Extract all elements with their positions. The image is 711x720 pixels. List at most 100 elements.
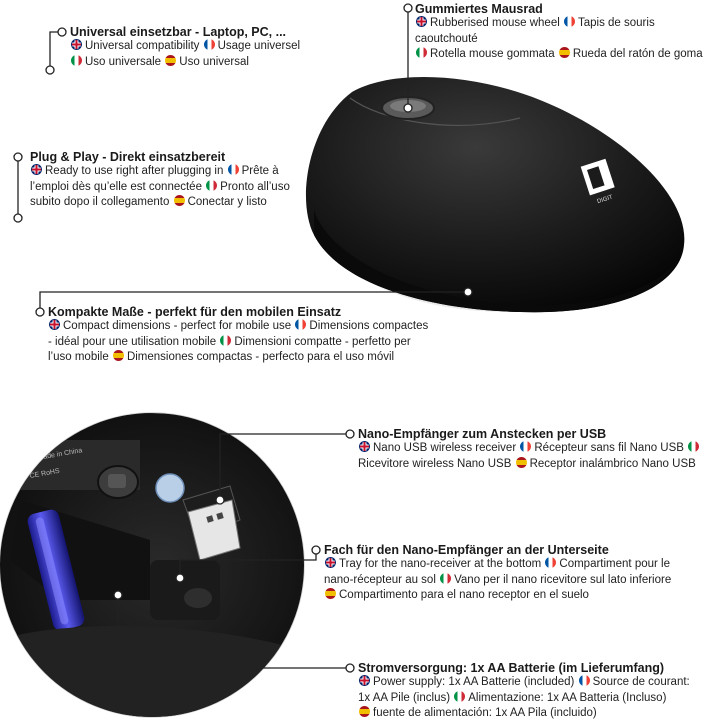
- mouse-button-seam: [349, 97, 521, 126]
- callout-text: Vano per il nano ricevitore sul lato inf…: [454, 573, 672, 586]
- flag-fr-icon: [563, 16, 575, 27]
- callout-line: subito dopo il collegamento Conectar y l…: [30, 195, 300, 211]
- flag-uk-icon: [325, 557, 336, 568]
- callout-text: Pronto all’uso: [220, 180, 290, 193]
- flag-uk-icon: [359, 441, 370, 452]
- flag-fr-icon: [578, 675, 590, 686]
- warranty-sticker: [155, 473, 185, 503]
- callout-text: Tapis de souris caoutchouté: [415, 17, 655, 45]
- flag-es-icon: [515, 456, 527, 468]
- callout-text: Prête à: [241, 165, 279, 177]
- callout-line: Uso universale Uso universal: [70, 54, 330, 71]
- callout-text: Universal compatibility: [85, 40, 200, 52]
- callout-line: Universal compatibility Usage universel: [70, 39, 330, 55]
- callout-line: Ready to use right after plugging in Prê…: [30, 164, 300, 180]
- callout-line: nano-récepteur au sol Vano per il nano r…: [324, 572, 709, 589]
- flag-es-icon: [112, 350, 124, 361]
- flag-uk-icon: [71, 39, 82, 50]
- callout-nano: Nano-Empfänger zum Anstecken per USB Nan…: [358, 427, 708, 472]
- callout-text: Nano USB wireless receiver: [373, 442, 517, 454]
- callout-title: Kompakte Maße - perfekt für den mobilen …: [48, 305, 342, 319]
- connector-compact: [39, 291, 468, 312]
- flag-fr-icon: [520, 441, 532, 452]
- callout-text: Uso universale: [85, 55, 162, 68]
- callout-body: Power supply: 1x AA Batterie (included) …: [358, 675, 708, 720]
- flag-es-icon: [325, 588, 336, 599]
- callout-body: Tray for the nano-receiver at the bottom…: [324, 557, 709, 604]
- flag-it-icon: [454, 690, 466, 702]
- callout-body: Nano USB wireless receiver Récepteur san…: [358, 441, 708, 472]
- receiver-tray: [150, 560, 220, 620]
- callout-text: Compartimento para el nano receptor en e…: [339, 589, 589, 601]
- callout-text: l’emploi dès qu’elle est connectée: [30, 180, 202, 193]
- brand-logo: DIGIT: [580, 158, 615, 205]
- flag-it-icon: [206, 179, 218, 191]
- callout-text: Tray for the nano-receiver at the bottom: [339, 558, 542, 570]
- flag-uk-icon: [416, 16, 427, 27]
- flag-uk-icon: [359, 675, 370, 686]
- mouse-side-grip: [314, 210, 680, 313]
- callout-body: Compact dimensions - perfect for mobile …: [48, 319, 448, 366]
- callout-text: Compartiment pour le: [559, 558, 670, 570]
- callout-title: Nano-Empfänger zum Anstecken per USB: [358, 427, 607, 441]
- callout-power: Stromversorgung: 1x AA Batterie (im Lief…: [358, 661, 708, 720]
- callout-title: Plug & Play - Direkt einsatzbereit: [30, 150, 226, 164]
- callout-text: Rotella mouse gommata: [430, 48, 555, 60]
- flag-fr-icon: [545, 557, 557, 568]
- callout-line: Compact dimensions - perfect for mobile …: [48, 319, 448, 335]
- callout-text: Source de courant:: [592, 676, 690, 688]
- flag-es-icon: [173, 195, 185, 206]
- callout-text: Receptor inalámbrico Nano USB: [529, 457, 696, 470]
- callout-text: - idéal pour une utilisation mobile: [48, 335, 217, 348]
- callout-line: Rubberised mouse wheel Tapis de souris c…: [415, 16, 710, 47]
- flag-es-icon: [165, 54, 177, 66]
- flag-es-icon: [359, 706, 370, 717]
- callout-line: Nano USB wireless receiver Récepteur san…: [358, 441, 708, 457]
- connector-nano: [219, 433, 350, 500]
- connector-universal: [49, 31, 62, 70]
- callout-line: l’emploi dès qu’elle est connectée Pront…: [30, 179, 300, 196]
- callout-text: Usage universel: [217, 40, 301, 52]
- callout-line: Compartimento para el nano receptor en e…: [324, 588, 709, 604]
- flag-it-icon: [440, 572, 452, 584]
- callout-body: Universal compatibility Usage universel …: [70, 39, 330, 70]
- flag-es-icon: [558, 47, 570, 58]
- callout-text: Ready to use right after plugging in: [45, 165, 224, 177]
- flag-uk-icon: [31, 164, 42, 175]
- callout-line: fuente de alimentación: 1x AA Pila (incl…: [358, 706, 708, 720]
- callout-line: Ricevitore wireless Nano USB Receptor in…: [358, 456, 708, 473]
- callout-wheel: Gummiertes Mausrad Rubberised mouse whee…: [415, 2, 710, 63]
- callout-text: Dimensiones compactas - perfecto para el…: [126, 351, 395, 363]
- flag-it-icon: [416, 47, 427, 58]
- callout-text: l’uso mobile: [48, 351, 109, 363]
- mouse-bottom-view: Made in China CE RoHS: [0, 412, 305, 718]
- callout-title: Universal einsetzbar - Laptop, PC, ...: [70, 25, 287, 39]
- callout-text: fuente de alimentación: 1x AA Pila (incl…: [373, 707, 597, 719]
- callout-text: Dimensions compactes: [309, 320, 429, 332]
- callout-line: l’uso mobile Dimensiones compactas - per…: [48, 350, 448, 366]
- callout-text: subito dopo il collegamento: [30, 196, 170, 208]
- connector-power: [117, 595, 350, 669]
- callout-line: Power supply: 1x AA Batterie (included) …: [358, 675, 708, 691]
- callout-line: Tray for the nano-receiver at the bottom…: [324, 557, 709, 573]
- connector-tray: [179, 550, 317, 578]
- callout-universal: Universal einsetzbar - Laptop, PC, ... U…: [70, 25, 330, 70]
- callout-text: Power supply: 1x AA Batterie (included): [373, 676, 575, 688]
- brand-logo-text: DIGIT: [597, 194, 614, 205]
- callout-text: 1x AA Pile (inclus): [358, 691, 451, 704]
- callout-plugplay: Plug & Play - Direkt einsatzbereit Ready…: [30, 150, 300, 211]
- callout-text: Conectar y listo: [187, 196, 267, 208]
- callout-text: Rueda del ratón de goma: [572, 48, 703, 60]
- callout-text: Alimentazione: 1x AA Batteria (Incluso): [468, 691, 667, 704]
- callout-text: Uso universal: [179, 55, 249, 68]
- callout-title: Stromversorgung: 1x AA Batterie (im Lief…: [358, 661, 665, 675]
- callout-line: 1x AA Pile (inclus) Alimentazione: 1x AA…: [358, 690, 708, 707]
- flag-fr-icon: [227, 164, 239, 175]
- callout-text: Dimensioni compatte - perfetto per: [234, 335, 411, 348]
- nano-usb-receiver: [182, 485, 241, 561]
- callout-tray: Fach für den Nano-Empfänger an der Unter…: [324, 543, 709, 604]
- flag-it-icon: [71, 54, 82, 66]
- callout-body: Rubberised mouse wheel Tapis de souris c…: [415, 16, 710, 63]
